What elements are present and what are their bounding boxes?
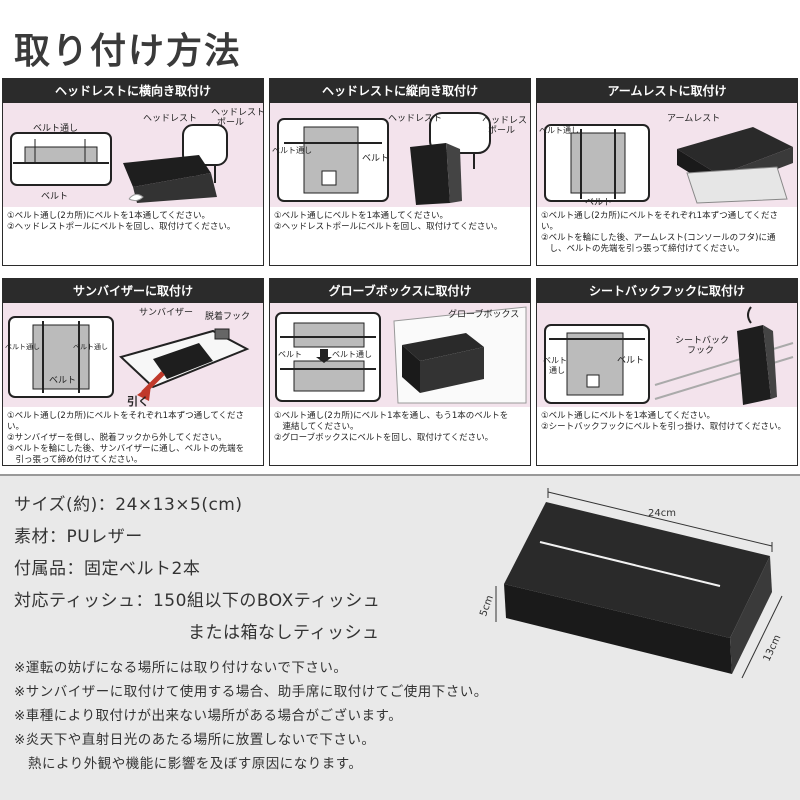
step: ③ベルトを輪にした後、サンバイザーに通し、ベルトの先端を bbox=[7, 444, 245, 454]
step: ①ベルト通し(2カ所)にベルトをそれぞれ1本ずつ通してください。 bbox=[541, 211, 779, 232]
step: ②シートバックフックにベルトを引っ掛け、取付けてください。 bbox=[541, 422, 786, 432]
step: ②ヘッドレストポールにベルトを回し、取付けてください。 bbox=[274, 222, 503, 232]
label-detach-hook: 脱着フック bbox=[205, 310, 250, 322]
spec-size: サイズ(約)：24×13×5(cm) bbox=[14, 495, 243, 515]
label-headrest-pole: ヘッドレスト ポール bbox=[482, 116, 530, 136]
label-glove-box: グローブボックス bbox=[448, 308, 519, 320]
label-headrest-pole-line2: ポール bbox=[488, 125, 515, 136]
label-belt-loop: ベルト 通し bbox=[543, 356, 570, 375]
panel-steps: ①ベルト通しにベルトを1本通してください。 ②ヘッドレストポールにベルトを回し、… bbox=[274, 211, 528, 233]
note: 熱により外観や機能に影響を及ぼす原因になります。 bbox=[14, 756, 363, 772]
label-belt: ベルト bbox=[41, 192, 68, 202]
step: 連結してください。 bbox=[274, 422, 359, 432]
panel-header: ヘッドレストに横向き取付け bbox=[3, 79, 263, 103]
label-armrest: アームレスト bbox=[667, 113, 720, 124]
label-belt-loop: ベルト通し bbox=[539, 125, 579, 135]
spec-accessories: 付属品：固定ベルト2本 bbox=[14, 559, 201, 579]
panel-seatback-hook: シートバックフックに取付け シートバック フック ベルト ベルト bbox=[536, 278, 798, 466]
step: ①ベルト通し(2カ所)にベルトを1本通してください。 bbox=[7, 211, 211, 221]
panel-header: サンバイザーに取付け bbox=[3, 279, 263, 303]
panel-steps: ①ベルト通し(2カ所)にベルトを1本通してください。 ②ヘッドレストポールにベル… bbox=[7, 211, 261, 233]
note: ※車種により取付けが出来ない場所がある場合がございます。 bbox=[14, 708, 403, 724]
step: ②ヘッドレストポールにベルトを回し、取付けてください。 bbox=[7, 222, 236, 232]
step: ①ベルト通し(2カ所)にベルト1本を通し、もう1本のベルトを bbox=[274, 411, 509, 421]
label-belt: ベルト bbox=[617, 356, 644, 366]
label-belt-loop: ベルト通し bbox=[272, 145, 312, 155]
panel-steps: ①ベルト通しにベルトを1本通してください。 ②シートバックフックにベルトを引っ掛… bbox=[541, 411, 795, 433]
sun-visor-illustration: サンバイザー 脱着フック ベルト通し ベルト通し ベルト 引く bbox=[5, 307, 250, 407]
panel-illustration: アームレスト ベルト通し ベルト bbox=[537, 103, 797, 207]
step: し、ベルトの先端を引っ張って締付けてください。 bbox=[541, 244, 745, 254]
dimension-height: 13cm bbox=[762, 633, 784, 663]
label-headrest-pole-line2: ポール bbox=[217, 117, 244, 128]
step: ②ベルトを輪にした後、アームレスト(コンソールのフタ)に通 bbox=[541, 233, 776, 243]
panel-headrest-horizontal: ヘッドレストに横向き取付け ベルト通し ベルト ヘッドレスト ヘッドレスト bbox=[2, 78, 264, 266]
panel-illustration: シートバック フック ベルト ベルト 通し bbox=[537, 303, 797, 407]
dimension-width: 24cm bbox=[648, 508, 676, 519]
label-seatback-hook-line2: フック bbox=[687, 345, 714, 356]
panel-steps: ①ベルト通し(2カ所)にベルト1本を通し、もう1本のベルトを 連結してください。… bbox=[274, 411, 528, 444]
headrest-vertical-illustration: ヘッドレスト ヘッドレスト ポール ベルト通し ベルト bbox=[272, 112, 530, 205]
label-headrest-pole-line1: ヘッドレスト bbox=[482, 116, 530, 126]
step: ①ベルト通しにベルトを1本通してください。 bbox=[541, 411, 716, 421]
panel-glove-box: グローブボックスに取付け グローブボックス ベルト ベルト通し ①ベルト通し(2… bbox=[269, 278, 531, 466]
step: ②サンバイザーを倒し、脱着フックから外してください。 bbox=[7, 433, 227, 443]
label-sun-visor: サンバイザー bbox=[139, 307, 193, 318]
label-belt-loop-right: ベルト通し bbox=[73, 342, 108, 351]
panel-illustration: グローブボックス ベルト ベルト通し bbox=[270, 303, 530, 407]
label-pull: 引く bbox=[127, 394, 149, 407]
spec-tissue-alt: または箱なしティッシュ bbox=[188, 623, 380, 643]
label-headrest: ヘッドレスト bbox=[388, 114, 442, 124]
label-belt: ベルト bbox=[585, 198, 612, 207]
label-belt-loop: ベルト通し bbox=[332, 349, 372, 359]
panel-sun-visor: サンバイザーに取付け サンバイザー 脱着フック ベルト通し ベルト通し ベルト … bbox=[2, 278, 264, 466]
panel-illustration: ベルト通し ベルト ヘッドレスト ヘッドレスト ポール bbox=[3, 103, 263, 207]
panel-illustration: ヘッドレスト ヘッドレスト ポール ベルト通し ベルト bbox=[270, 103, 530, 207]
spec-tissue: 対応ティッシュ：150組以下のBOXティッシュ bbox=[14, 591, 381, 611]
installation-grid: ヘッドレストに横向き取付け ベルト通し ベルト ヘッドレスト ヘッドレスト bbox=[0, 78, 800, 468]
note: ※炎天下や直射日光のあたる場所に放置しないで下さい。 bbox=[14, 732, 376, 748]
step: ①ベルト通し(2カ所)にベルトをそれぞれ1本ずつ通してください。 bbox=[7, 411, 245, 432]
panel-illustration: サンバイザー 脱着フック ベルト通し ベルト通し ベルト 引く bbox=[3, 303, 263, 407]
label-headrest-pole: ヘッドレスト ポール bbox=[211, 108, 263, 128]
label-belt-loop-line1: ベルト bbox=[543, 356, 567, 365]
label-headrest-pole-line1: ヘッドレスト bbox=[211, 108, 263, 118]
label-belt-loop: ベルト通し bbox=[33, 123, 78, 134]
headrest-horizontal-illustration: ベルト通し ベルト ヘッドレスト ヘッドレスト ポール bbox=[10, 108, 263, 203]
label-headrest: ヘッドレスト bbox=[143, 114, 197, 124]
panel-header: ヘッドレストに縦向き取付け bbox=[270, 79, 530, 103]
spec-material: 素材：PUレザー bbox=[14, 527, 143, 547]
label-belt-loop-left: ベルト通し bbox=[5, 342, 40, 351]
step: ②グローブボックスにベルトを回し、取付けてください。 bbox=[274, 433, 494, 443]
label-belt: ベルト bbox=[278, 350, 302, 359]
panel-header: アームレストに取付け bbox=[537, 79, 797, 103]
step: 引っ張って締め付けてください。 bbox=[7, 455, 143, 465]
label-belt: ベルト bbox=[49, 376, 76, 386]
label-belt-loop-line2: 通し bbox=[549, 365, 565, 375]
panel-header: グローブボックスに取付け bbox=[270, 279, 530, 303]
seatback-hook-illustration: シートバック フック ベルト ベルト 通し bbox=[543, 306, 794, 405]
label-belt: ベルト bbox=[362, 154, 389, 164]
note: ※サンバイザーに取付けて使用する場合、助手席に取付けてご使用下さい。 bbox=[14, 684, 488, 700]
product-image: 24cm 5cm 13cm bbox=[478, 488, 784, 679]
armrest-illustration: アームレスト ベルト通し ベルト bbox=[539, 113, 793, 207]
panel-steps: ①ベルト通し(2カ所)にベルトをそれぞれ1本ずつ通してください。 ②サンバイザー… bbox=[7, 411, 261, 465]
label-seatback-hook: シートバック フック bbox=[675, 335, 732, 356]
panel-header: シートバックフックに取付け bbox=[537, 279, 797, 303]
note: ※運転の妨げになる場所には取り付けないで下さい。 bbox=[14, 660, 348, 676]
step: ①ベルト通しにベルトを1本通してください。 bbox=[274, 211, 449, 221]
glove-box-illustration: グローブボックス ベルト ベルト通し bbox=[275, 306, 527, 404]
panel-armrest: アームレストに取付け アームレスト ベルト通し ベルト ①ベルト通し(2カ所)に… bbox=[536, 78, 798, 266]
label-seatback-hook-line1: シートバック bbox=[675, 335, 729, 346]
panel-headrest-vertical: ヘッドレストに縦向き取付け ヘッドレスト ヘッドレスト ポール ベルト通し ベル… bbox=[269, 78, 531, 266]
page-title: 取り付け方法 bbox=[14, 31, 243, 72]
panel-steps: ①ベルト通し(2カ所)にベルトをそれぞれ1本ずつ通してください。 ②ベルトを輪に… bbox=[541, 211, 795, 255]
dimension-depth: 5cm bbox=[478, 594, 496, 618]
